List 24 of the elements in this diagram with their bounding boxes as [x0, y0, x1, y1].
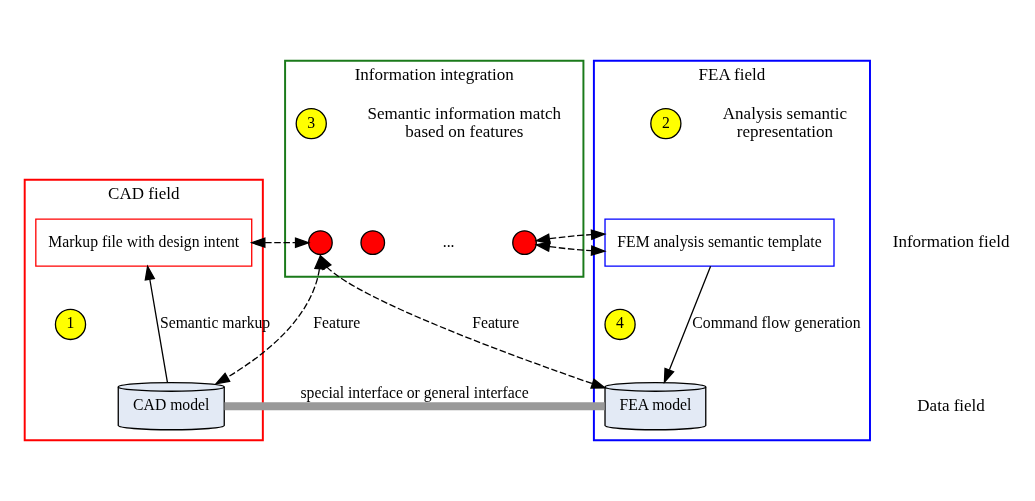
arrow: [533, 229, 607, 257]
edge-label: Command flow generation: [691, 314, 861, 332]
label: Data field: [916, 395, 985, 415]
arrow: [318, 254, 607, 389]
edge-label: special interface or general interface: [300, 383, 529, 401]
connector: [223, 402, 605, 411]
edge-label: Feature: [312, 314, 360, 332]
node-label: Semantic information match based on features: [367, 103, 561, 142]
label: Information field: [892, 232, 1009, 252]
arrow: [663, 265, 711, 385]
node-circle: [359, 230, 385, 256]
node-circle: [511, 230, 537, 256]
label: ...: [442, 232, 455, 250]
edge-label: Feature: [471, 314, 519, 332]
node-circle: [307, 230, 333, 256]
node-box: FEM analysis semantic template: [603, 218, 835, 267]
node-label: Analysis semantic representation: [722, 103, 847, 142]
node-circle: 4: [603, 308, 636, 341]
node-circle: 1: [54, 308, 86, 341]
node-box: Markup file with design intent: [34, 218, 252, 267]
node-circle: 2: [649, 107, 682, 140]
arrow: [249, 237, 311, 249]
arrow: [144, 264, 168, 383]
node-circle: 3: [295, 107, 327, 140]
